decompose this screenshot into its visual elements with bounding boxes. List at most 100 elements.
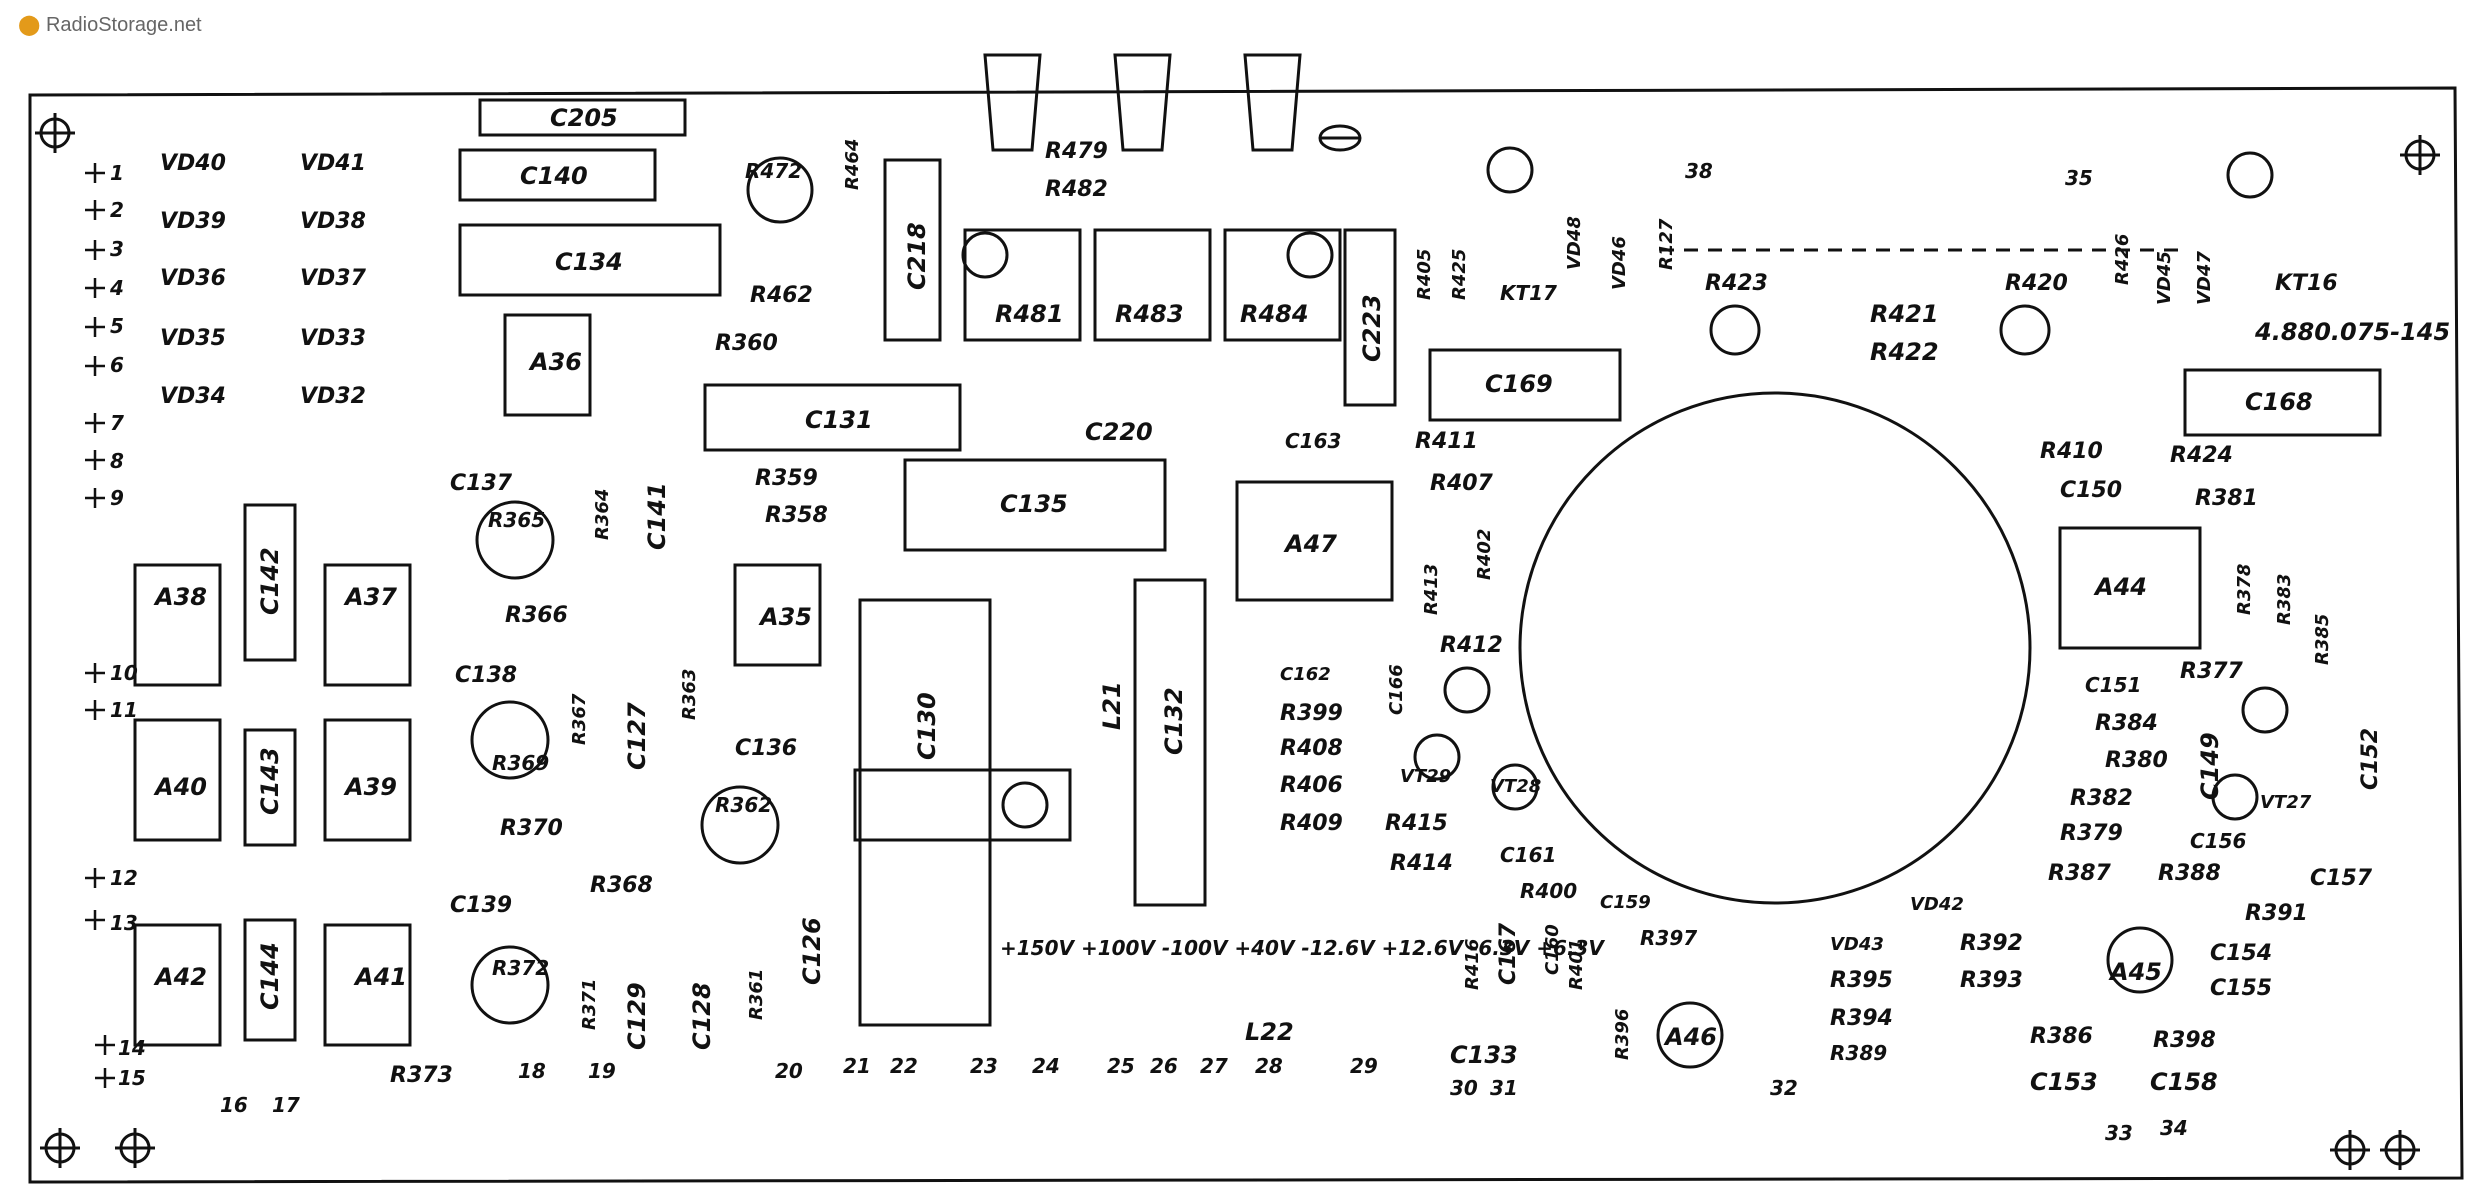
label-c134: C134 <box>555 248 623 276</box>
label-a47: A47 <box>1283 530 1337 558</box>
label-c153: C153 <box>2030 1068 2098 1096</box>
pin-6: 6 <box>110 353 124 377</box>
label-c130: C130 <box>913 692 941 760</box>
label-r360: R360 <box>715 331 778 356</box>
pin-15: 15 <box>118 1066 146 1090</box>
pin-23: 23 <box>970 1054 998 1078</box>
label-c218: C218 <box>903 222 931 290</box>
pin-24: 24 <box>1032 1054 1060 1078</box>
label-a44: A44 <box>2093 573 2147 601</box>
label-r381: R381 <box>2195 486 2258 511</box>
label-r407: R407 <box>1430 471 1494 496</box>
label-r406: R406 <box>1280 773 1343 798</box>
pin-7: 7 <box>110 411 124 435</box>
label-c150: C150 <box>2060 478 2122 503</box>
label-c152: C152 <box>2358 728 2383 790</box>
label-vt28: VT28 <box>1490 776 1541 797</box>
label-r394: R394 <box>1830 1006 1893 1031</box>
watermark: ⬤ RadioStorage.net <box>18 14 202 36</box>
pin-17: 17 <box>272 1093 300 1117</box>
voltage-labels: +150V +100V -100V +40V -12.6V +12.6V -6.… <box>1000 936 1605 960</box>
label-a39: A39 <box>343 773 397 801</box>
label-vd45: VD45 <box>2154 251 2175 305</box>
label-c141: C141 <box>643 482 671 550</box>
label-c158: C158 <box>2150 1068 2218 1096</box>
label-c143: C143 <box>256 747 284 815</box>
cap-block-c168 <box>2183 368 2382 437</box>
pin-34: 34 <box>2160 1116 2188 1140</box>
cap-block-c130-clamp <box>853 768 1072 842</box>
cap-block-c169 <box>1428 348 1622 422</box>
pin-19: 19 <box>588 1059 616 1083</box>
label-c163: C163 <box>1285 429 1341 453</box>
label-r377: R377 <box>2180 659 2244 684</box>
label-r367: R367 <box>569 693 590 745</box>
modules <box>133 313 2202 1047</box>
label-r392: R392 <box>1960 931 2023 956</box>
label-vd48: VD48 <box>1564 216 1585 270</box>
label-a42: A42 <box>153 963 207 991</box>
label-r408: R408 <box>1280 736 1343 761</box>
label-c149: C149 <box>2196 732 2224 800</box>
label-r372: R372 <box>492 956 549 980</box>
label-a40: A40 <box>153 773 207 801</box>
label-r414: R414 <box>1390 851 1453 876</box>
pin-32: 32 <box>1770 1076 1798 1100</box>
pin-25: 25 <box>1107 1054 1135 1078</box>
label-r127: R127 <box>1656 218 1677 270</box>
label-c169: C169 <box>1485 370 1553 398</box>
label-a36: A36 <box>528 348 582 376</box>
label-c137: C137 <box>450 471 513 496</box>
label-vd40: VD40 <box>160 151 226 176</box>
label-r373: R373 <box>390 1063 453 1088</box>
label-r386: R386 <box>2030 1024 2093 1049</box>
label-r412: R412 <box>1440 633 1503 658</box>
label-r364: R364 <box>592 489 613 540</box>
label-r363: R363 <box>679 669 700 720</box>
pin-31: 31 <box>1490 1076 1518 1100</box>
label-r426: R426 <box>2112 234 2133 285</box>
pin-10: 10 <box>110 661 138 685</box>
label-c140: C140 <box>520 162 588 190</box>
pin-30: 30 <box>1450 1076 1478 1100</box>
label-vd36: VD36 <box>160 266 226 291</box>
label-r388: R388 <box>2158 861 2221 886</box>
label-r384: R384 <box>2095 711 2158 736</box>
label-r421: R421 <box>1870 300 1939 328</box>
label-c167: C167 <box>1496 922 1521 985</box>
label-a41: A41 <box>353 963 407 991</box>
label-r422: R422 <box>1870 338 1939 366</box>
label-r472: R472 <box>745 159 802 183</box>
label-r400: R400 <box>1520 879 1577 903</box>
cap-block-c223 <box>1343 228 1397 407</box>
label-r410: R410 <box>2040 439 2103 464</box>
pin-26: 26 <box>1150 1054 1178 1078</box>
label-c159: C159 <box>1600 892 1651 913</box>
label-r399: R399 <box>1280 701 1343 726</box>
label-c223: C223 <box>1358 294 1386 362</box>
label-r483: R483 <box>1115 300 1184 328</box>
label-vd38: VD38 <box>300 209 366 234</box>
label-c151: C151 <box>2085 673 2141 697</box>
board-designation: 4.880.075-145 <box>2254 318 2450 346</box>
label-c155: C155 <box>2210 976 2272 1001</box>
label-r411: R411 <box>1415 429 1478 454</box>
label-r396: R396 <box>1612 1009 1633 1060</box>
label-r387: R387 <box>2048 861 2112 886</box>
cap-block-c134 <box>458 223 722 297</box>
cap-block-c130 <box>858 598 992 1027</box>
pin-1: 1 <box>110 161 124 185</box>
label-vd43: VD43 <box>1830 934 1884 955</box>
pin-16: 16 <box>220 1093 248 1117</box>
label-r462: R462 <box>750 283 813 308</box>
label-r484: R484 <box>1240 300 1309 328</box>
label-r405: R405 <box>1414 249 1435 300</box>
label-r424: R424 <box>2170 443 2233 468</box>
label-r482: R482 <box>1045 177 1108 202</box>
pin-12: 12 <box>110 866 138 890</box>
pin-8: 8 <box>110 449 124 473</box>
label-a38: A38 <box>153 583 207 611</box>
label-r362: R362 <box>715 793 772 817</box>
label-r401: R401 <box>1566 939 1587 990</box>
